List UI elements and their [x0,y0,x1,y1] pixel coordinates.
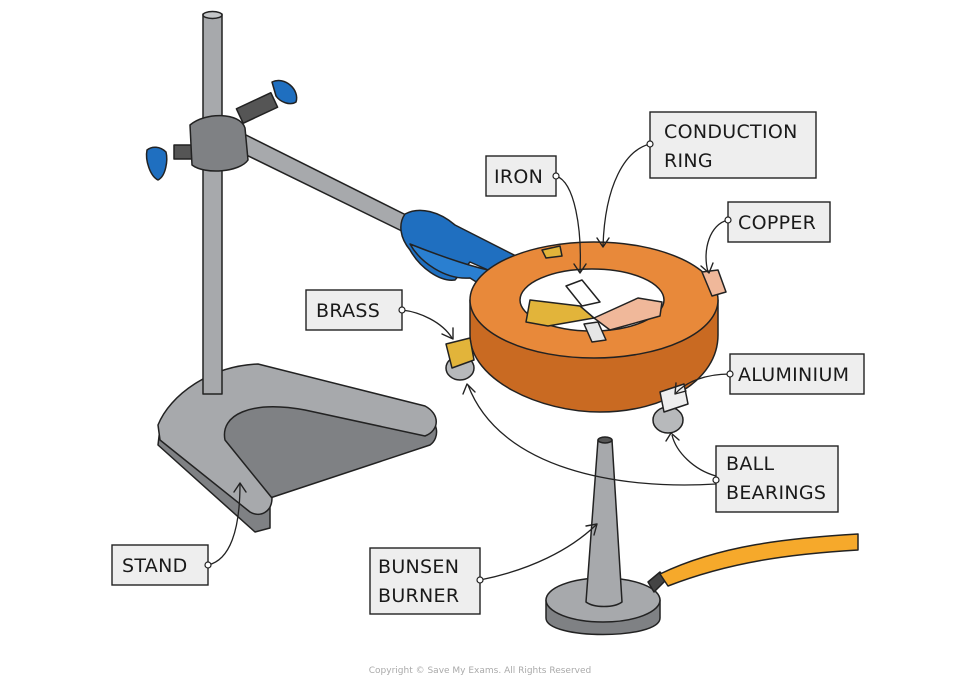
label-ball-bearings: BALL BEARINGS [712,445,839,513]
bunsen-burner [545,436,859,636]
label-conduction-ring: CONDUCTION RING [646,111,817,179]
label-brass: BRASS [305,289,406,331]
boss-head [145,79,298,181]
strip-ends [445,245,727,413]
label-aluminium: ALUMINIUM [726,353,865,395]
label-iron-text: IRON [494,166,543,188]
clamp-arm [231,131,421,237]
label-brass-text: BRASS [316,300,380,322]
label-iron: IRON [485,155,560,197]
stand-rod [202,10,223,395]
label-stand: STAND [111,544,212,586]
label-copper: COPPER [724,201,831,243]
label-bunsen-burner-line2: BURNER [378,585,459,607]
copyright-notice: Copyright © Save My Exams. All Rights Re… [369,666,591,676]
leader-lines [207,143,731,581]
label-ball-bearings-line2: BEARINGS [726,482,826,504]
label-conduction-ring-line2: RING [664,150,713,172]
label-bunsen-burner-line1: BUNSEN [378,556,459,578]
label-conduction-ring-line1: CONDUCTION [664,121,798,143]
label-copper-text: COPPER [738,212,816,234]
label-aluminium-text: ALUMINIUM [738,364,849,386]
label-stand-text: STAND [122,555,188,577]
stand-base [157,363,438,533]
label-ball-bearings-line1: BALL [726,453,775,475]
label-bunsen-burner: BUNSEN BURNER [369,547,484,615]
conduction-ring [469,241,719,413]
